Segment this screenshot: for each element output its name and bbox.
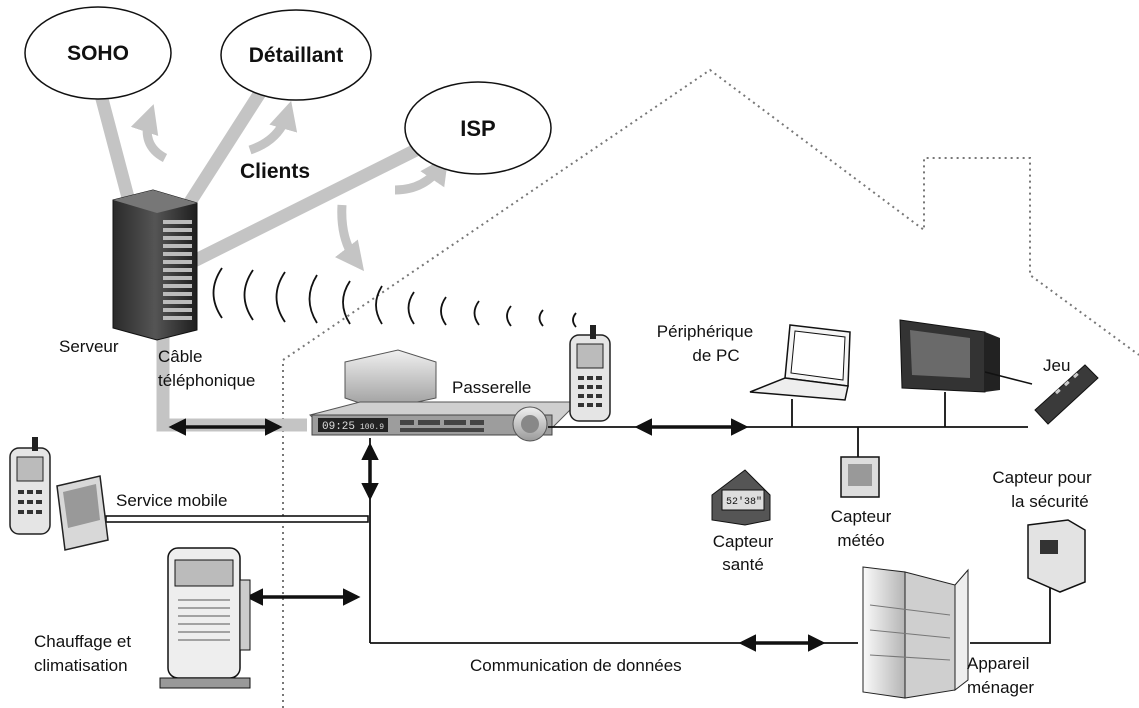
cloud-retailer: Détaillant [220, 9, 372, 101]
data-flow-arrows [130, 100, 449, 272]
weather-sensor-icon [840, 456, 880, 498]
cloud-soho: SOHO [24, 6, 172, 100]
weather-sensor-label-1: Capteur [831, 507, 892, 526]
data-communication-label: Communication de données [470, 656, 682, 675]
pc-peripheral-label-2: de PC [692, 346, 739, 365]
game-label: Jeu [1043, 356, 1070, 375]
gateway-display-time: 09:25 [322, 421, 355, 433]
clients-label: Clients [240, 160, 310, 183]
appliance-label-2: ménager [967, 678, 1034, 697]
television-icon [899, 319, 1000, 393]
gateway-icon: 09:25 100.9 [309, 349, 580, 442]
refrigerator-icon [862, 566, 969, 699]
remote-control-icon [1034, 364, 1099, 425]
mobile-devices-icon [9, 437, 109, 551]
weather-sensor-label-2: météo [837, 531, 884, 550]
hvac-unit-icon [159, 547, 251, 689]
health-sensor-icon: 52'38" [711, 469, 771, 526]
cloud-label-soho: SOHO [67, 42, 129, 65]
pc-peripheral-label-1: Périphérique [657, 322, 753, 341]
health-sensor-label-2: santé [722, 555, 764, 574]
security-sensor-icon [1027, 519, 1086, 593]
cloud-label-retailer: Détaillant [249, 44, 344, 67]
gateway-display-freq: 100.9 [360, 423, 384, 432]
wireless-signal-icon [212, 267, 577, 328]
security-sensor-label-1: Capteur pour [992, 468, 1092, 487]
game-connector [984, 371, 1033, 385]
laptop-icon [749, 324, 851, 401]
health-sensor-label-1: Capteur [713, 532, 774, 551]
gateway-label: Passerelle [452, 378, 531, 397]
hvac-label-2: climatisation [34, 656, 128, 675]
hvac-label-1: Chauffage et [34, 632, 131, 651]
bidirectional-arrows [168, 418, 826, 652]
mobile-service-line [105, 515, 369, 523]
server-label: Serveur [59, 337, 119, 356]
cloud-isp: ISP [404, 81, 552, 175]
watch-display: 52'38" [726, 496, 762, 508]
server-icon [112, 189, 198, 341]
appliance-label-1: Appareil [967, 654, 1029, 673]
phone-cable-label-1: Câble [158, 347, 202, 366]
phone-cable-label-2: téléphonique [158, 371, 255, 390]
mobile-phone-icon [569, 325, 611, 422]
security-sensor-label-2: la sécurité [1011, 492, 1088, 511]
mobile-service-label: Service mobile [116, 491, 228, 510]
cloud-label-isp: ISP [460, 116, 495, 141]
